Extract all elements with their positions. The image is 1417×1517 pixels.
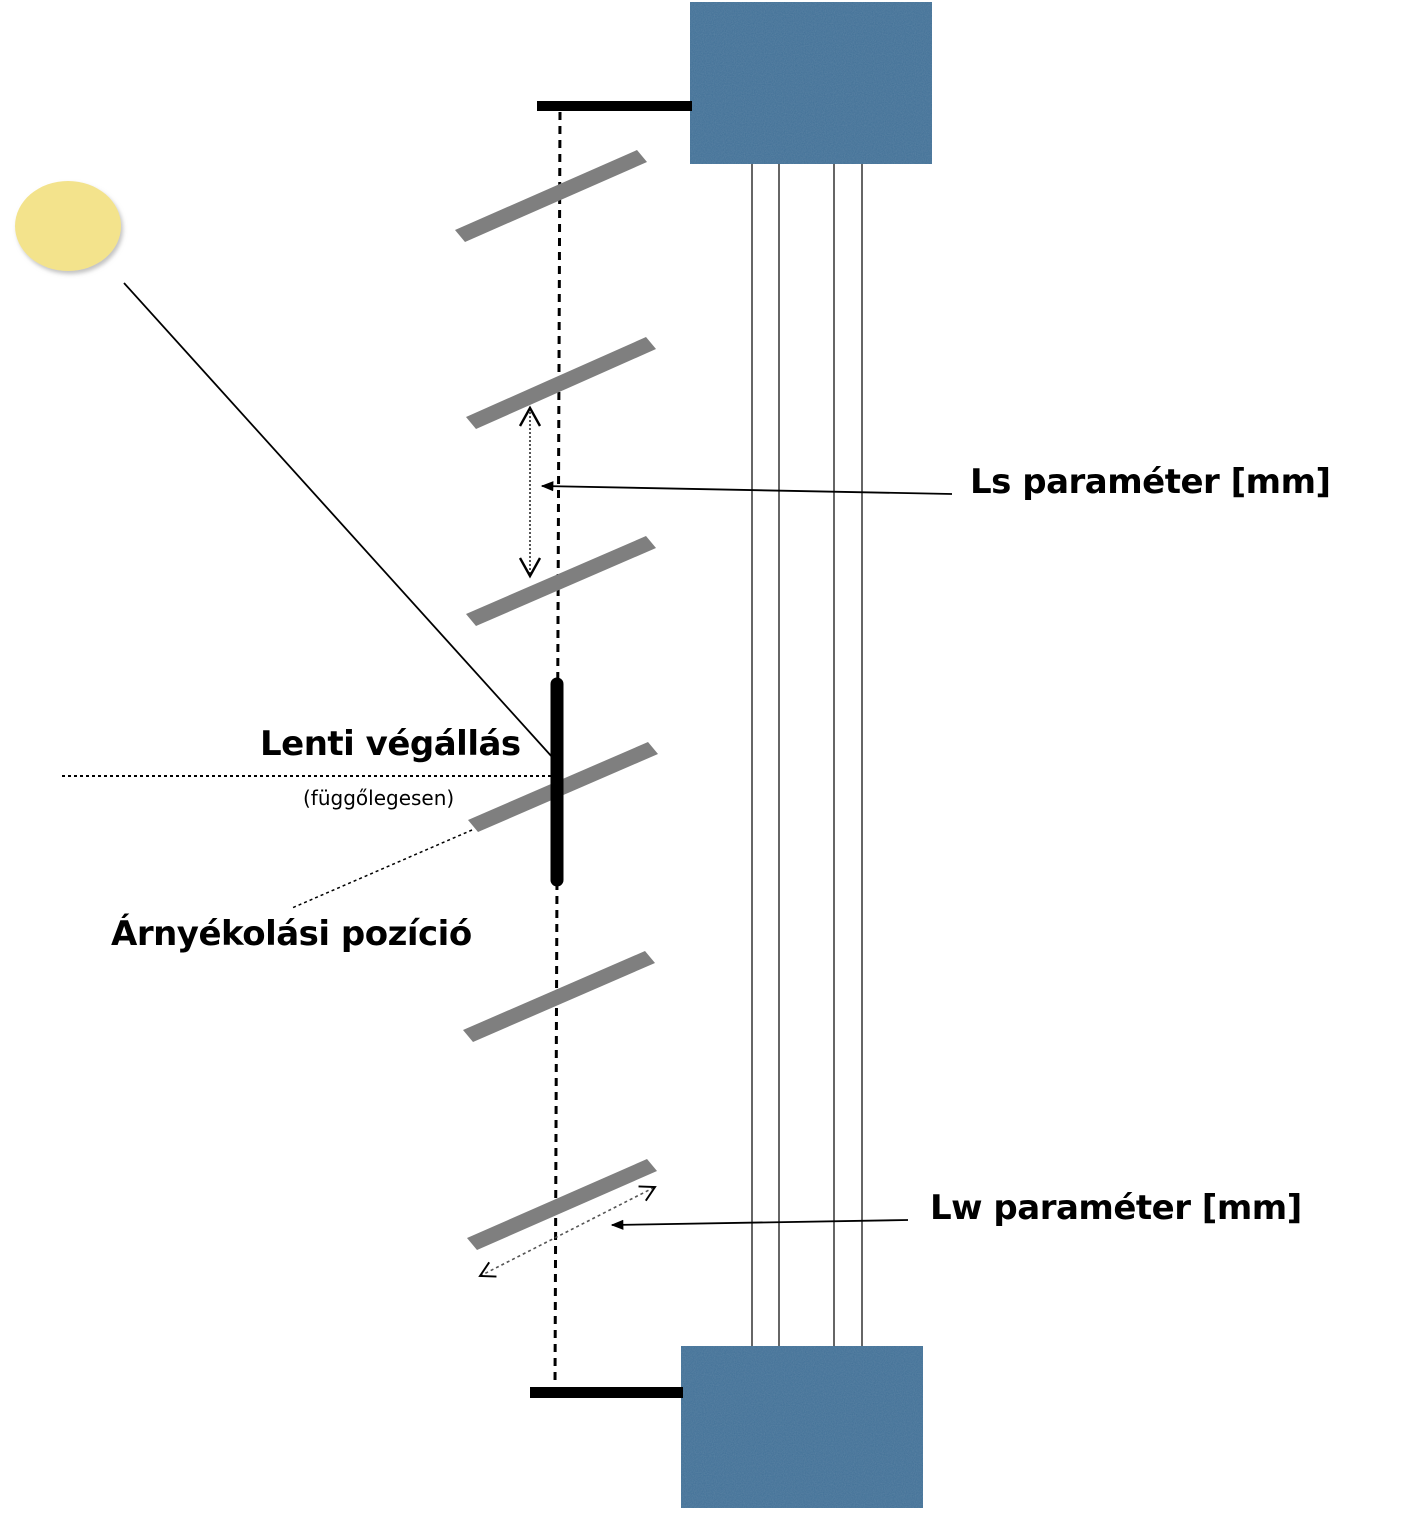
louver-slat [466, 337, 656, 429]
ls-parameter-label: Ls paraméter [mm] [970, 462, 1331, 502]
louver-slat [467, 1159, 657, 1250]
top-bracket [537, 101, 692, 111]
louver-slat [463, 951, 655, 1042]
glass-panes [751, 164, 863, 1346]
lw-dimension-arrow [478, 1185, 657, 1278]
bottom-frame-block [681, 1346, 923, 1508]
ls-leader-line [540, 481, 953, 495]
lw-parameter-label: Lw paraméter [mm] [930, 1188, 1302, 1228]
lower-end-sub-label: (függőlegesen) [303, 786, 455, 810]
bottom-bracket [530, 1387, 683, 1398]
sun-ray [123, 282, 554, 759]
top-frame-block [690, 2, 932, 164]
lower-end-label: Lenti végállás [260, 724, 521, 764]
lw-leader-line [610, 1219, 909, 1230]
shading-position-label: Árnyékolási pozíció [111, 914, 472, 954]
louver-slat [455, 150, 647, 242]
louver-slat [466, 536, 656, 626]
sun-icon [15, 181, 121, 271]
shading-position-leader [291, 829, 473, 909]
